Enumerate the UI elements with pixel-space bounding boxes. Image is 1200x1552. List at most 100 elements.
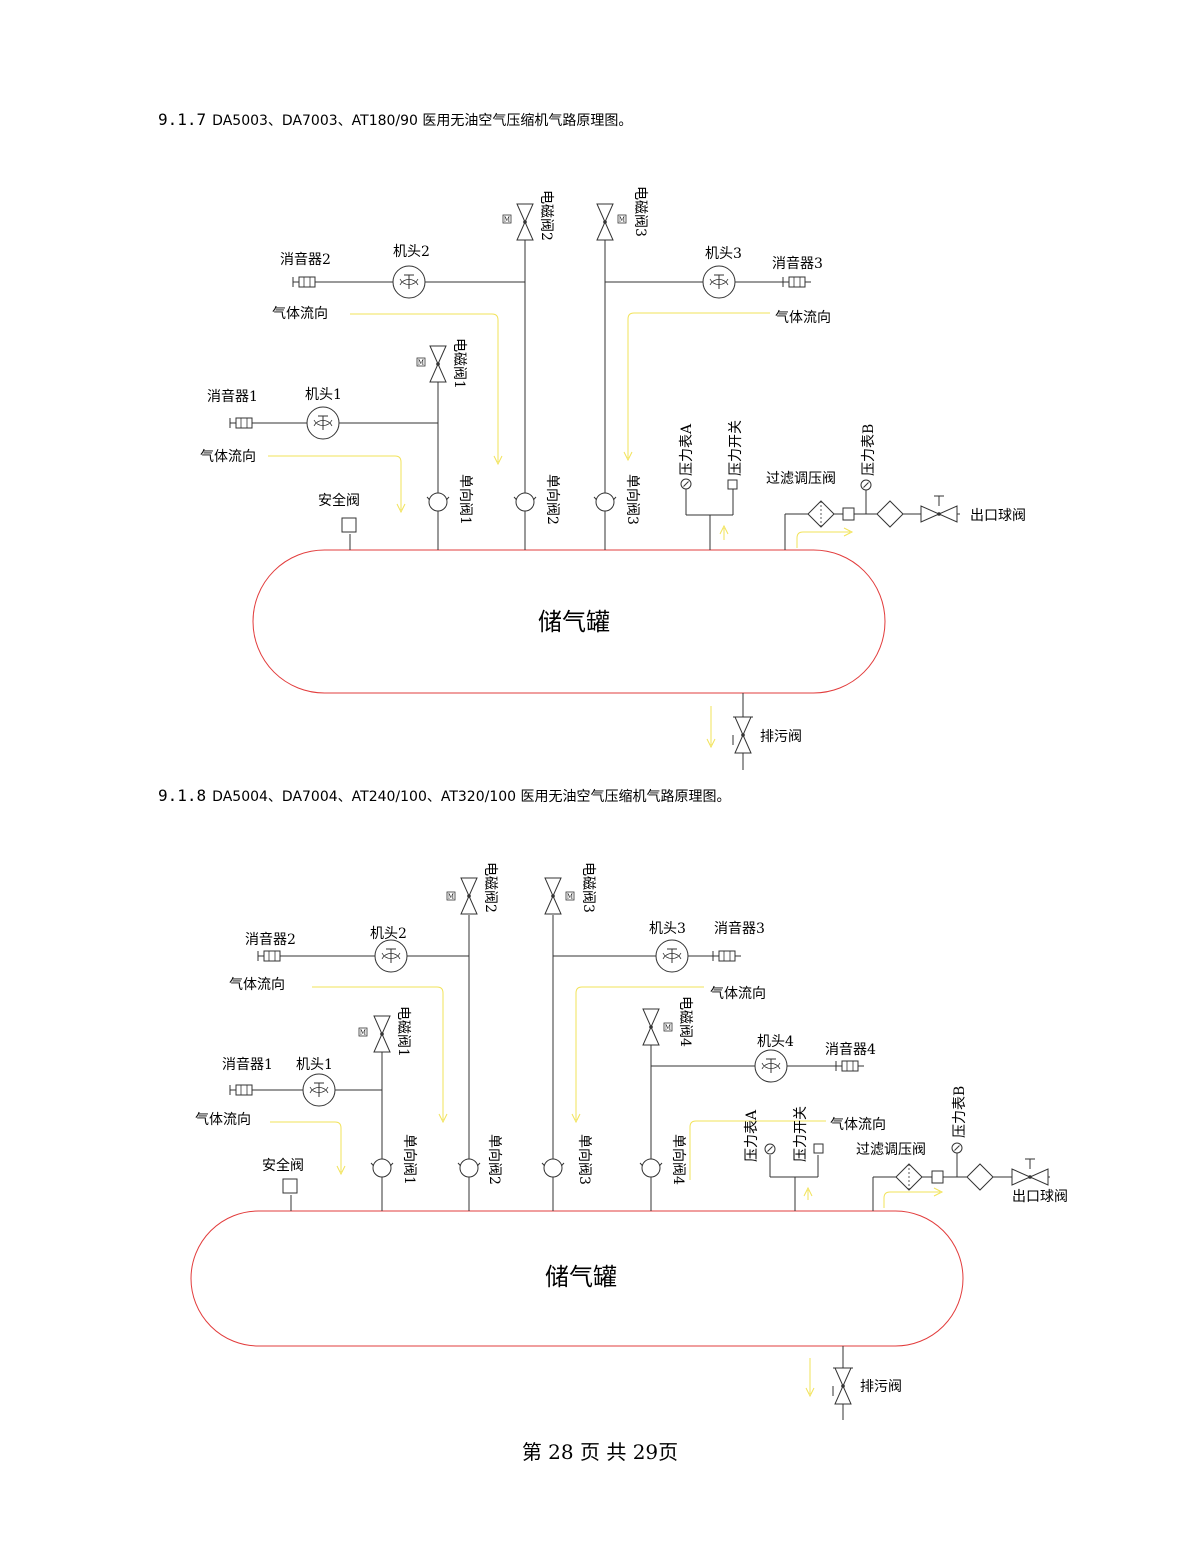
label-outlet-valve: 出口球阀 <box>1012 1189 1068 1205</box>
label-flow: 气体流向 <box>195 1112 251 1128</box>
tank-vessel <box>252 549 886 694</box>
label-solenoid1: 电磁阀1 <box>451 338 467 389</box>
label-filter-regulator: 过滤调压阀 <box>766 471 836 487</box>
pressure-gauge-a-icon <box>680 478 692 490</box>
regulator-body-icon <box>842 507 855 521</box>
label-flow: 气体流向 <box>229 977 285 993</box>
label-safety-valve: 安全阀 <box>318 492 360 509</box>
label-head3: 机头3 <box>649 921 686 937</box>
muffler-1-icon <box>229 417 259 429</box>
compressor-head-3-icon <box>702 265 736 299</box>
label-gauge-b: 压力表B <box>861 424 877 476</box>
label-muffler1: 消音器1 <box>222 1056 273 1073</box>
section-number: 9.1.8 <box>158 786 207 805</box>
check-valve-2-icon <box>513 492 537 512</box>
label-tank: 储气罐 <box>538 608 610 636</box>
regulator-icon <box>876 500 904 528</box>
extra-shapes-917 <box>341 479 944 745</box>
label-muffler1: 消音器1 <box>207 388 258 405</box>
solenoid-coil-icon <box>358 1027 368 1037</box>
label-solenoid3: 电磁阀3 <box>632 186 648 237</box>
extra-shapes-918 <box>282 1143 1035 1396</box>
label-head2: 机头2 <box>370 926 407 942</box>
solenoid-valve-4-icon <box>642 1008 660 1046</box>
check-valve-3-icon <box>593 492 617 512</box>
muffler-1-icon <box>229 1084 259 1096</box>
label-drain-valve: 排污阀 <box>760 729 802 745</box>
label-pressure-switch: 压力开关 <box>728 420 744 476</box>
pressure-gauge-b-icon <box>951 1142 963 1154</box>
label-gauge-a: 压力表A <box>679 423 695 476</box>
muffler-3-icon <box>712 950 742 962</box>
label-flow: 气体流向 <box>710 986 766 1002</box>
muffler-2-icon <box>292 276 322 288</box>
flow-arrows-917 <box>268 312 854 749</box>
solenoid-valve-3-icon <box>544 877 562 915</box>
label-solenoid2: 电磁阀2 <box>482 862 498 913</box>
page-footer: 第 28 页 共 29页 <box>521 1440 679 1464</box>
solenoid-coil-icon <box>446 891 456 901</box>
label-muffler3: 消音器3 <box>772 255 823 272</box>
label-solenoid4: 电磁阀4 <box>677 996 693 1047</box>
tank-vessel <box>190 1210 964 1347</box>
safety-valve-icon <box>282 1178 298 1194</box>
solenoid-coil-icon <box>663 1022 673 1032</box>
pressure-switch-icon <box>813 1143 824 1154</box>
label-check1: 单向阀1 <box>457 474 473 525</box>
solenoid-valve-2-icon <box>460 877 478 915</box>
drain-valve-icon <box>834 1367 852 1405</box>
compressor-head-1-icon <box>302 1073 336 1107</box>
drain-valve-icon <box>734 716 752 754</box>
solenoid-valve-1-icon <box>373 1015 391 1053</box>
label-check1: 单向阀1 <box>401 1134 417 1185</box>
label-filter-regulator: 过滤调压阀 <box>856 1142 926 1158</box>
check-valve-4-icon <box>639 1158 663 1178</box>
solenoid-valve-1-icon <box>429 345 447 383</box>
muffler-2-icon <box>257 950 287 962</box>
section-title: DA5004、DA7004、AT240/100、AT320/100 医用无油空气… <box>212 789 731 805</box>
label-gauge-a: 压力表A <box>744 1109 760 1162</box>
section-heading-918: 9.1.8 DA5004、DA7004、AT240/100、AT320/100 医… <box>158 786 731 806</box>
label-flow: 气体流向 <box>830 1117 886 1133</box>
label-head1: 机头1 <box>305 387 342 403</box>
label-safety-valve: 安全阀 <box>262 1157 304 1174</box>
solenoid-coil-icon <box>416 357 426 367</box>
label-check2: 单向阀2 <box>544 474 560 525</box>
label-head1: 机头1 <box>296 1057 333 1073</box>
compressor-head-4-icon <box>754 1049 788 1083</box>
pressure-gauge-b-icon <box>860 479 872 491</box>
filter-icon <box>895 1163 923 1191</box>
label-gauge-b: 压力表B <box>952 1086 968 1138</box>
diagram-918 <box>190 915 1050 1420</box>
filter-icon <box>807 500 835 528</box>
label-check3: 单向阀3 <box>576 1134 592 1185</box>
section-title: DA5003、DA7003、AT180/90 医用无油空气压缩机气路原理图。 <box>212 113 633 129</box>
pressure-switch-icon <box>727 479 738 490</box>
components-918 <box>229 877 1049 1405</box>
compressor-head-2-icon <box>392 265 426 299</box>
check-valve-2-icon <box>457 1158 481 1178</box>
label-head3: 机头3 <box>705 246 742 262</box>
label-solenoid3: 电磁阀3 <box>580 862 596 913</box>
label-muffler3: 消音器3 <box>714 920 765 937</box>
label-outlet-valve: 出口球阀 <box>970 508 1026 524</box>
safety-valve-icon <box>341 517 357 533</box>
check-valve-1-icon <box>370 1158 394 1178</box>
solenoid-valve-2-icon <box>516 203 534 241</box>
compressor-head-2-icon <box>374 939 408 973</box>
label-drain-valve: 排污阀 <box>860 1379 902 1395</box>
label-solenoid2: 电磁阀2 <box>538 190 554 241</box>
label-tank: 储气罐 <box>545 1263 617 1291</box>
label-muffler2: 消音器2 <box>280 251 331 268</box>
label-muffler4: 消音器4 <box>825 1041 876 1058</box>
check-valve-1-icon <box>426 492 450 512</box>
muffler-4-icon <box>835 1060 865 1072</box>
label-check2: 单向阀2 <box>486 1134 502 1185</box>
outlet-ball-valve-icon <box>1011 1168 1049 1186</box>
label-flow: 气体流向 <box>200 449 256 465</box>
compressor-head-3-icon <box>655 939 689 973</box>
muffler-3-icon <box>782 276 812 288</box>
check-valve-3-icon <box>541 1158 565 1178</box>
